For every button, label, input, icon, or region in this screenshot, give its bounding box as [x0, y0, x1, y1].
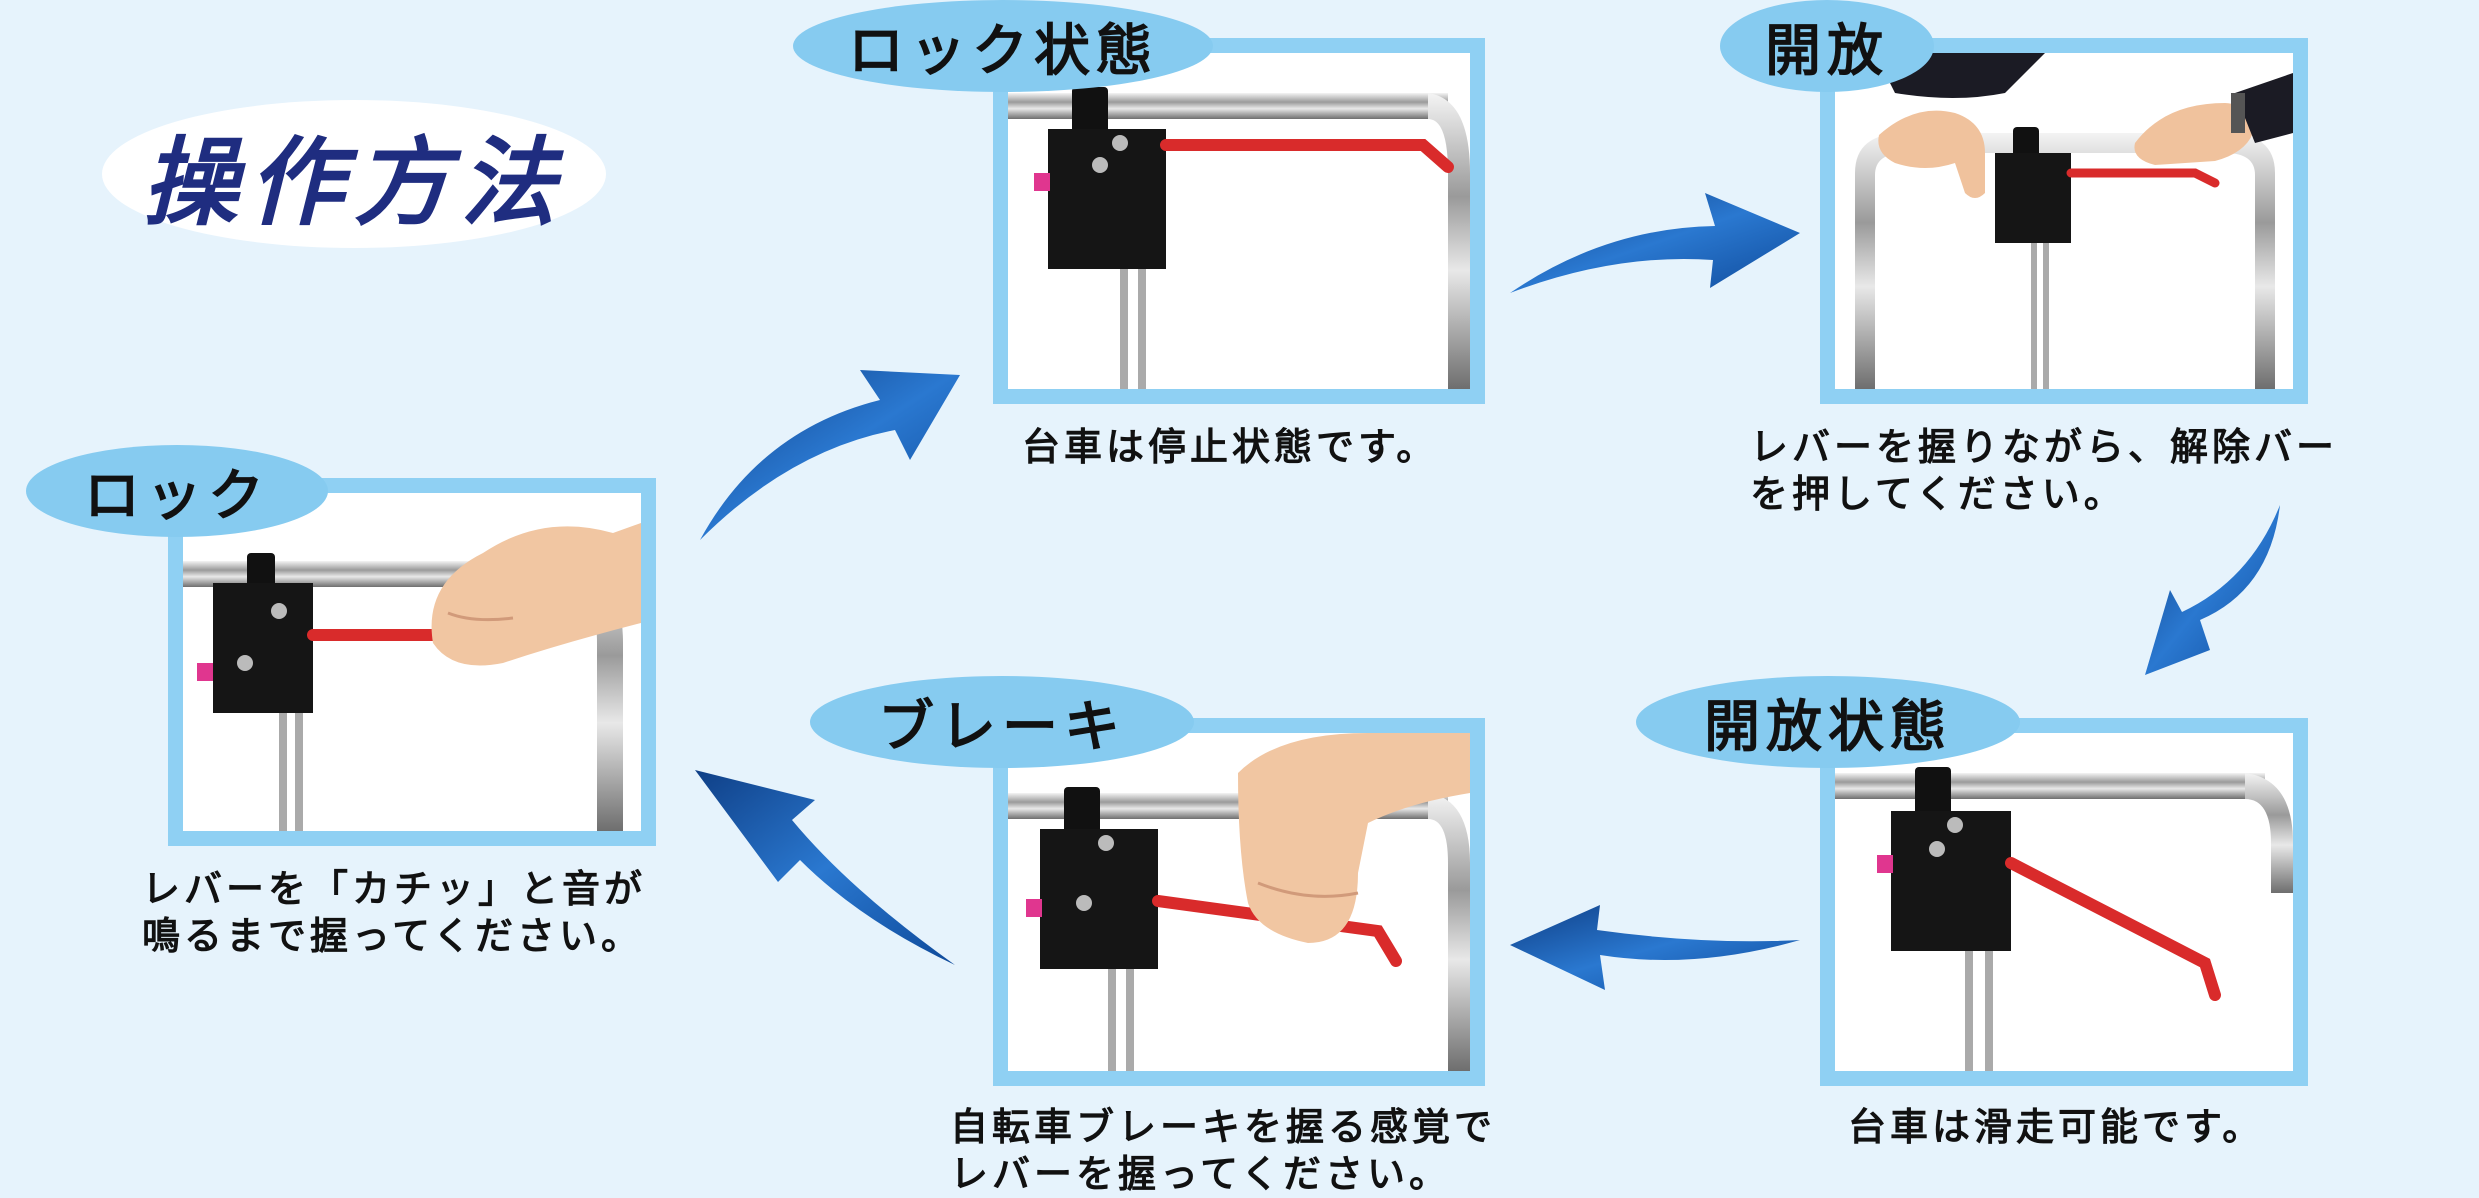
- caption-line: レバーを「カチッ」と音が: [142, 867, 647, 911]
- page-title-badge: 操作方法: [102, 100, 606, 248]
- caption-lock: レバーを「カチッ」と音が 鳴るまで握ってください。: [142, 866, 646, 960]
- lock-mechanism-illustration: [1008, 53, 1470, 389]
- photo-locked-state: [993, 38, 1485, 404]
- photo-lock: [168, 478, 656, 846]
- caption-line: 台車は滑走可能です。: [1848, 1105, 2265, 1149]
- flow-arrow-icon: [695, 770, 955, 965]
- caption-line: レバーを握りながら、解除バー: [1750, 425, 2339, 469]
- page-title: 操作方法: [142, 126, 566, 239]
- flow-arrow-icon: [1510, 193, 1800, 293]
- caption-locked-state: 台車は停止状態です。: [1022, 424, 1438, 471]
- photo-release: [1820, 38, 2308, 404]
- caption-line: 自転車ブレーキを握る感覚で: [950, 1105, 1497, 1149]
- flow-arrow-icon: [700, 370, 960, 540]
- caption-line: 台車は停止状態です。: [1022, 425, 1439, 469]
- lock-mechanism-illustration: [183, 493, 641, 831]
- caption-brake: 自転車ブレーキを握る感覚で レバーを握ってください。: [950, 1104, 1496, 1198]
- photo-released-state: [1820, 718, 2308, 1086]
- photo-brake: [993, 718, 1485, 1086]
- lock-mechanism-illustration: [1835, 53, 2293, 389]
- lock-mechanism-illustration: [1008, 733, 1470, 1071]
- step-label-lock: ロック: [26, 445, 328, 537]
- step-label-brake: ブレーキ: [810, 676, 1194, 768]
- flow-arrow-icon: [1510, 905, 1800, 990]
- caption-line: 鳴るまで握ってください。: [142, 914, 643, 958]
- flow-arrow-icon: [2145, 505, 2280, 675]
- caption-line: レバーを握ってください。: [950, 1152, 1451, 1196]
- caption-release: レバーを握りながら、解除バー を押してください。: [1750, 424, 2338, 518]
- step-label-released-state: 開放状態: [1636, 676, 2020, 768]
- lock-mechanism-illustration: [1835, 733, 2293, 1071]
- caption-line: を押してください。: [1750, 472, 2126, 516]
- step-label-locked-state: ロック状態: [793, 0, 1213, 92]
- step-label-release: 開放: [1720, 0, 1934, 92]
- caption-released-state: 台車は滑走可能です。: [1848, 1104, 2264, 1151]
